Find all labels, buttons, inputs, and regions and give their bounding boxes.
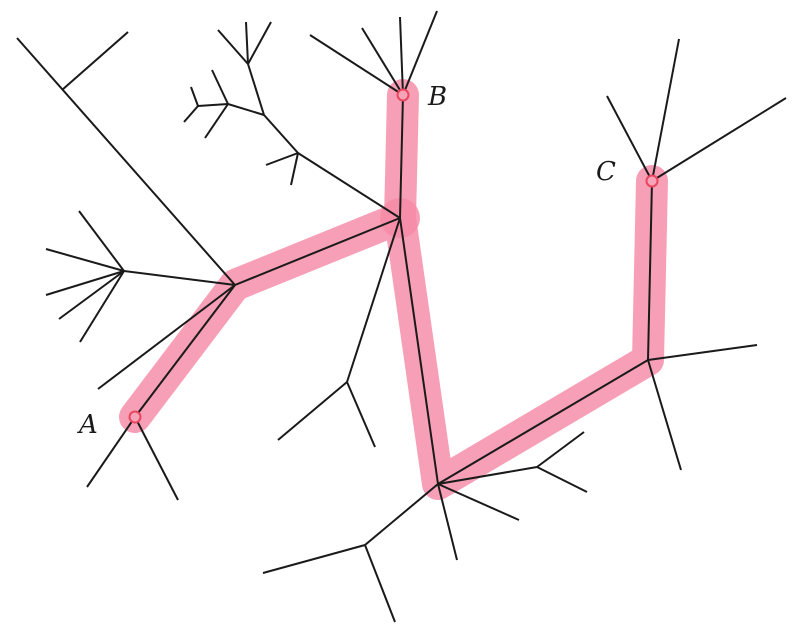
tree-edge bbox=[197, 103, 229, 107]
node-marker-c bbox=[645, 174, 659, 188]
highlight-path bbox=[119, 79, 668, 500]
tree-edge bbox=[277, 381, 348, 441]
tree-edge bbox=[647, 344, 758, 361]
tree-edge bbox=[16, 37, 236, 286]
tree-edge bbox=[262, 544, 366, 574]
tree-edge bbox=[364, 544, 396, 623]
tree-edge bbox=[399, 217, 439, 485]
tree-edge bbox=[606, 95, 653, 182]
tree-edge bbox=[234, 217, 401, 286]
tree-edge bbox=[61, 31, 129, 91]
tree-edge bbox=[134, 284, 236, 418]
tree-edge bbox=[45, 248, 125, 272]
tree-edge bbox=[346, 381, 376, 448]
tree-edge bbox=[437, 359, 649, 485]
tree-edge bbox=[183, 105, 199, 123]
tree-edge bbox=[211, 69, 229, 105]
tree-edge bbox=[402, 10, 438, 96]
tree-edge bbox=[647, 180, 653, 361]
tree-edge bbox=[78, 210, 125, 272]
tree-edge bbox=[263, 114, 299, 154]
tree-edge bbox=[245, 21, 249, 65]
tree-edge bbox=[399, 16, 404, 96]
tree-edges bbox=[16, 10, 787, 623]
tree-edge bbox=[399, 94, 404, 219]
node-label-a: A bbox=[77, 410, 98, 440]
tree-edge bbox=[536, 466, 588, 493]
tree-edge bbox=[190, 86, 199, 107]
node-label-b: B bbox=[427, 82, 447, 112]
tree-edge bbox=[79, 270, 125, 343]
tree-edge bbox=[247, 21, 272, 65]
tree-edge bbox=[265, 152, 299, 166]
tree-edge bbox=[227, 103, 265, 116]
tree-edge bbox=[361, 27, 404, 96]
tree-edge bbox=[437, 483, 458, 561]
tree-edge bbox=[651, 38, 680, 182]
tree-edge bbox=[45, 270, 125, 296]
tree-edge bbox=[297, 152, 401, 219]
tree-edge bbox=[437, 466, 538, 485]
tree-edge bbox=[134, 416, 179, 501]
tree-edge bbox=[309, 34, 404, 96]
tree-edge bbox=[647, 359, 682, 471]
tree-edge bbox=[86, 416, 136, 488]
tree-edge bbox=[651, 97, 787, 182]
tree-edge bbox=[536, 431, 585, 468]
tree-edge bbox=[346, 217, 401, 383]
node-marker-b bbox=[396, 88, 410, 102]
tree-edge bbox=[204, 103, 229, 139]
tree-edge bbox=[290, 152, 299, 186]
tree-edge bbox=[123, 270, 236, 286]
tree-edge bbox=[97, 284, 236, 390]
tree-edge bbox=[364, 483, 439, 546]
tree-edge bbox=[437, 483, 520, 521]
tree-edge bbox=[247, 63, 265, 116]
node-marker-a bbox=[128, 410, 142, 424]
tree-edge bbox=[58, 270, 125, 320]
node-label-c: C bbox=[596, 157, 616, 187]
tree-edge bbox=[217, 29, 249, 65]
